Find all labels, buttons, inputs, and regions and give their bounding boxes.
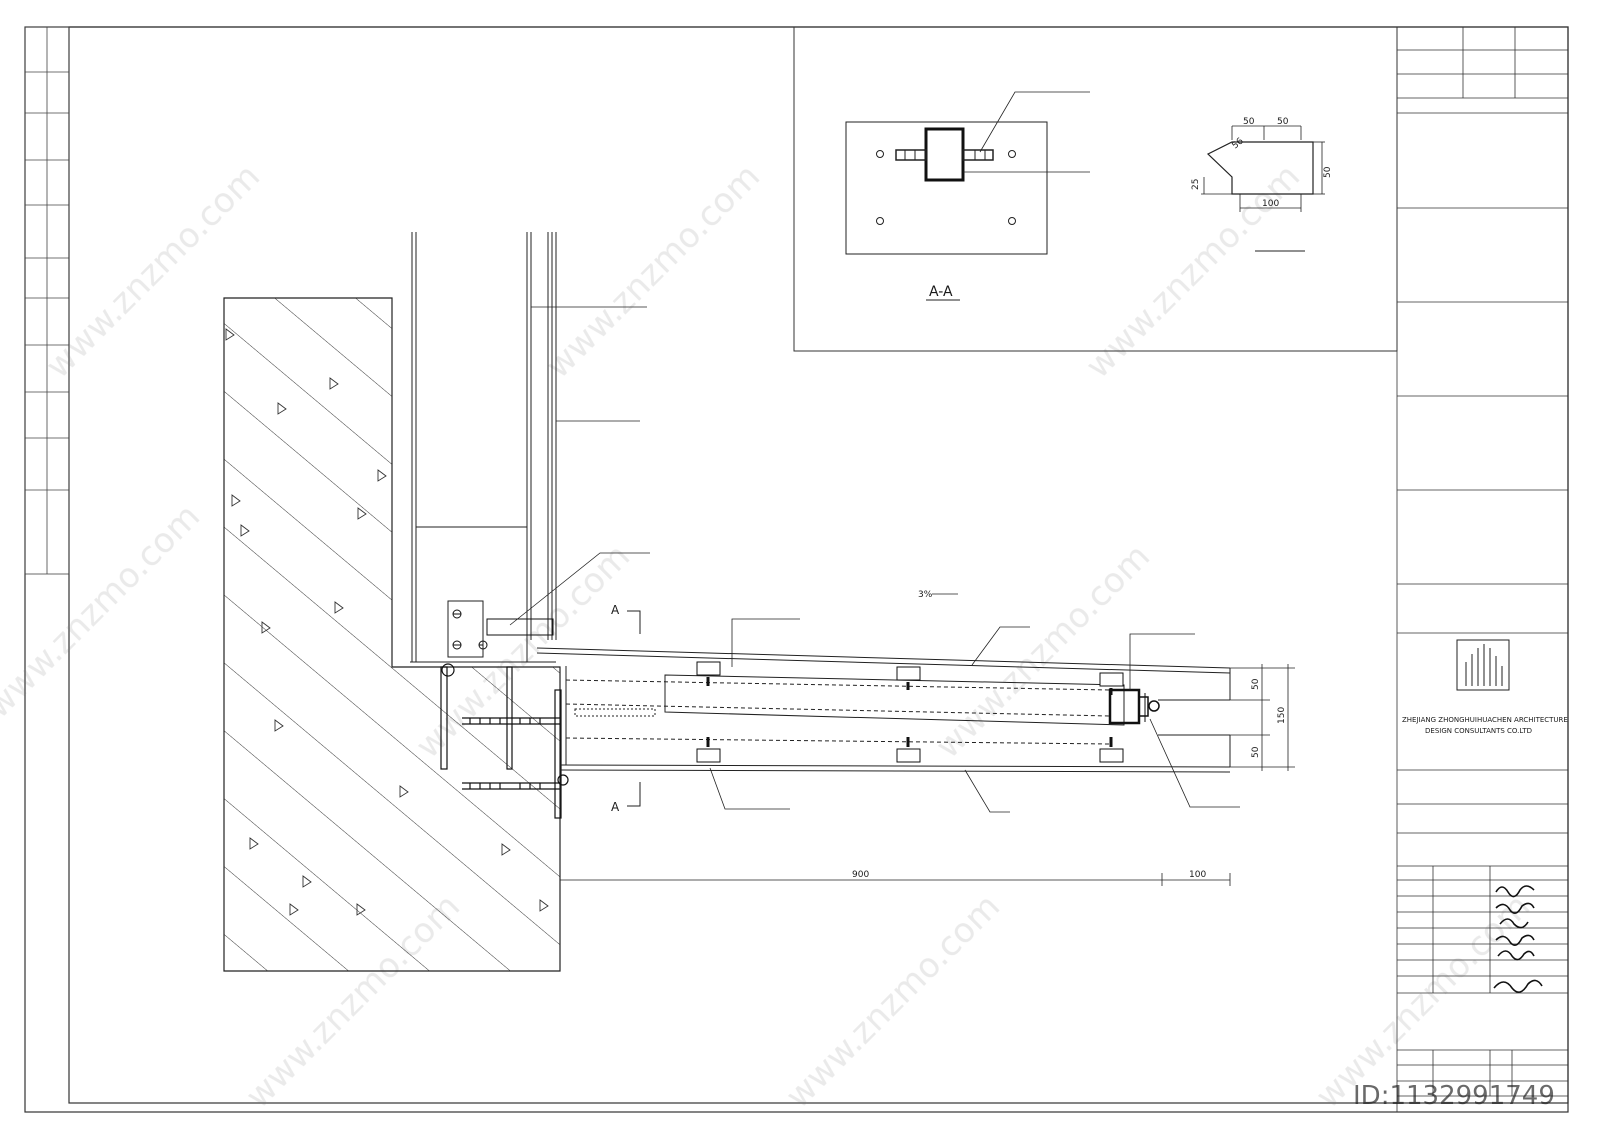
watermark-text: www.znzmo.com xyxy=(778,886,1008,1116)
dim-50-left: 50 xyxy=(1243,117,1255,127)
horizontal-dimensions xyxy=(559,873,1231,886)
vertical-dimensions xyxy=(1230,664,1295,771)
curtain-wall-mullion xyxy=(410,232,557,668)
dim-50-right: 50 xyxy=(1277,117,1289,127)
title-block xyxy=(1396,26,1569,1113)
dim-50-vert-top: 50 xyxy=(1251,678,1261,690)
watermark-id: ID:1132991749 xyxy=(1353,1081,1555,1111)
watermark-text: www.znzmo.com xyxy=(0,496,208,726)
dim-100: 100 xyxy=(1189,870,1206,880)
inner-angle xyxy=(565,674,1125,745)
watermark-text: www.znzmo.com xyxy=(928,536,1158,766)
dim-150: 150 xyxy=(1277,707,1287,724)
section-mark-bottom: A xyxy=(611,800,620,814)
dim-50-side: 50 xyxy=(1323,166,1333,178)
tip-steel-tube xyxy=(1108,688,1160,725)
dim-50-vert-bottom: 50 xyxy=(1251,746,1261,758)
handwritten-signatures xyxy=(1493,885,1543,993)
bracket-fixings xyxy=(440,663,569,819)
section-aa-panel: A-A 50 50 56 25 50 100 xyxy=(793,26,1398,352)
binding-strip xyxy=(24,26,70,575)
steel-tube-section xyxy=(924,127,965,182)
dim-900: 900 xyxy=(852,870,869,880)
canopy-panel xyxy=(536,647,1231,773)
section-cut-mark xyxy=(627,610,641,807)
section-title: A-A xyxy=(929,284,953,300)
transom-bolts xyxy=(452,609,554,650)
clip-brackets xyxy=(696,661,1124,763)
dim-100: 100 xyxy=(1262,199,1279,209)
company-name-en-2: DESIGN CONSULTANTS CO.LTD xyxy=(1425,727,1532,735)
company-logo xyxy=(1456,639,1510,691)
company-name-en-1: ZHEJIANG ZHONGHUIHUACHEN ARCHITECTURE xyxy=(1402,716,1568,724)
watermark-text: www.znzmo.com xyxy=(538,156,768,386)
dim-25: 25 xyxy=(1191,179,1201,190)
embed-plate xyxy=(845,121,1048,255)
section-mark-top: A xyxy=(611,603,620,617)
concrete-slab xyxy=(223,297,561,972)
slope-note: 3% xyxy=(918,590,933,600)
dim-56: 56 xyxy=(1231,136,1246,151)
stiffener-detail xyxy=(1201,125,1325,212)
